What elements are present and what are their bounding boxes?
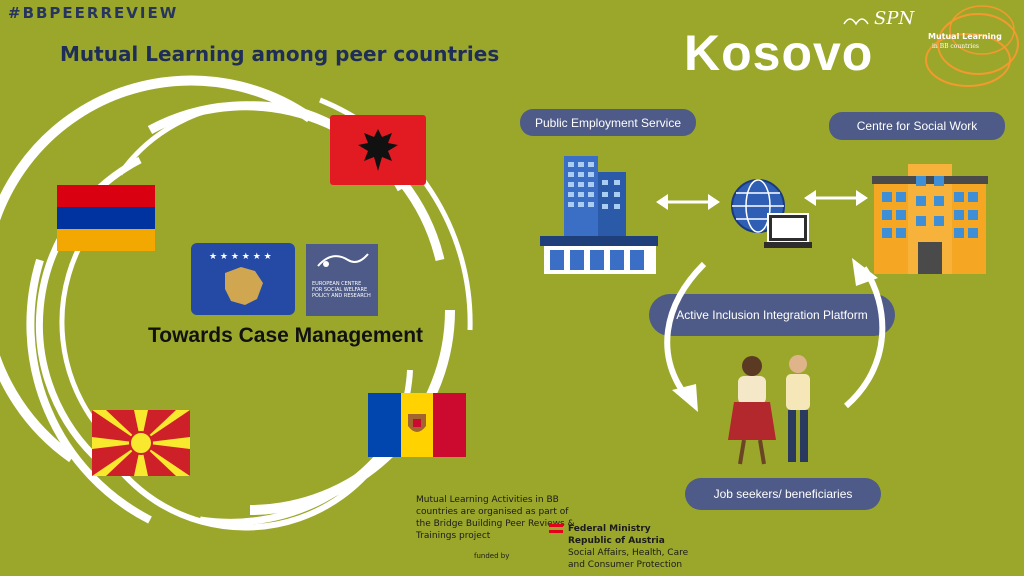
double-arrow-right-icon (804, 190, 868, 206)
page-title: Mutual Learning among peer countries (60, 42, 500, 66)
ministry-line-4: and Consumer Protection (568, 560, 683, 570)
ministry-line-1: Federal Ministry (568, 524, 651, 534)
social-work-building-icon (872, 164, 988, 274)
eagle-icon (358, 129, 398, 171)
people-illustration (728, 355, 810, 465)
ministry-line-3: Social Affairs, Health, Care (568, 548, 689, 558)
espn-logo-text: SPN (874, 8, 915, 29)
armenia-flag (57, 185, 155, 251)
cycle-arrows-icon (664, 258, 886, 412)
double-arrow-left-icon (656, 194, 720, 210)
job-seekers-pill: Job seekers/ beneficiaries (685, 478, 881, 510)
country-title: Kosovo (684, 25, 874, 81)
ecswf-text: EUROPEAN CENTRE FOR SOCIAL WELFARE POLIC… (312, 281, 371, 299)
kosovo-map-icon (225, 267, 263, 305)
espn-swoosh-icon (843, 18, 869, 26)
moldova-flag (368, 393, 466, 457)
platform-globe-icon (731, 179, 812, 248)
footer-note: Mutual Learning Activities in BB countri… (416, 495, 575, 541)
woman-head-icon (742, 356, 762, 376)
austria-ministry-icon (549, 524, 563, 533)
center-label: Towards Case Management (148, 324, 424, 347)
public-employment-pill: Public Employment Service (520, 109, 696, 136)
employment-building-icon (540, 156, 658, 274)
sun-icon (92, 410, 190, 476)
coat-of-arms-icon (408, 414, 426, 432)
north-macedonia-flag (92, 410, 190, 476)
svg-text:★ ★ ★ ★ ★ ★: ★ ★ ★ ★ ★ ★ (209, 252, 272, 262)
kosovo-flag: ★ ★ ★ ★ ★ ★ (191, 243, 295, 315)
in-bb-label: in BB countries (932, 43, 979, 50)
hashtag: #BBPEERREVIEW (8, 4, 179, 22)
ministry-line-2: Republic of Austria (568, 536, 665, 546)
mutual-learning-logo (843, 5, 1019, 87)
mutual-learning-label: Mutual Learning (928, 32, 1002, 41)
platform-pill: Active Inclusion Integration Platform (649, 294, 895, 336)
ministry-block: Federal Ministry Republic of Austria Soc… (568, 523, 688, 571)
centre-social-work-pill: Centre for Social Work (829, 112, 1005, 140)
man-head-icon (789, 355, 807, 373)
funded-by-label: funded by (474, 552, 510, 560)
albania-flag (330, 115, 426, 185)
ecswf-logo: EUROPEAN CENTRE FOR SOCIAL WELFARE POLIC… (306, 244, 378, 316)
ecswf-swirl-icon (317, 253, 369, 267)
